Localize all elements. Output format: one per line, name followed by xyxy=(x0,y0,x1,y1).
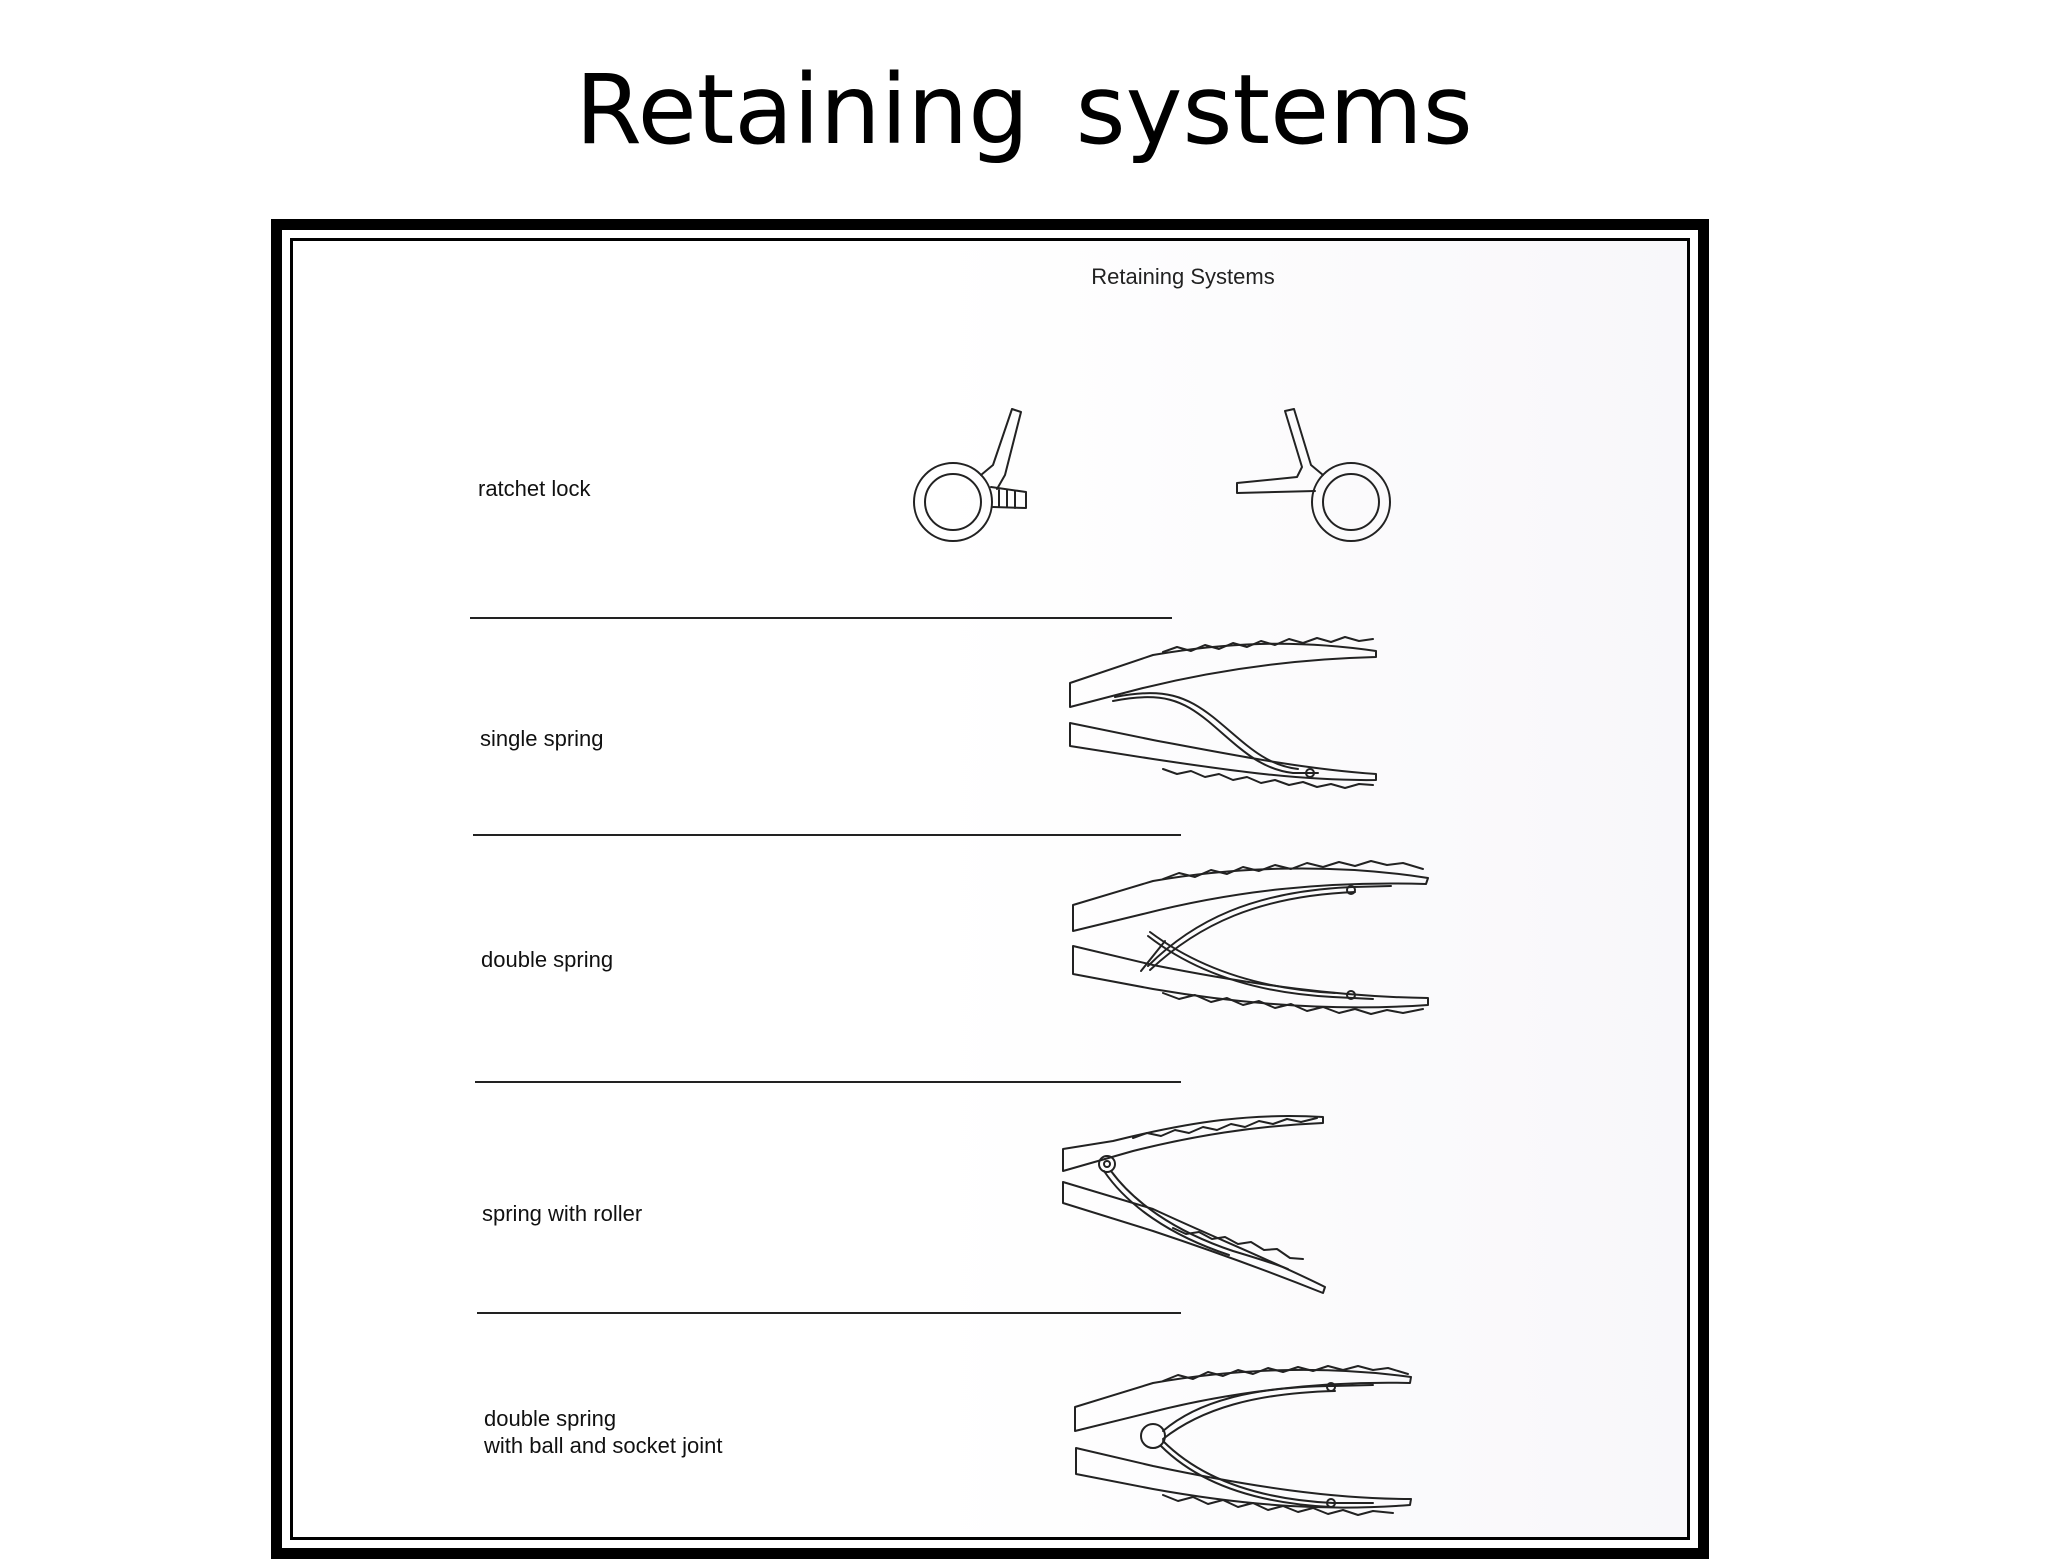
instrument-drawings xyxy=(293,241,1698,1551)
double-spring-illustration xyxy=(1072,860,1429,1015)
label-single-spring: single spring xyxy=(480,726,604,751)
row-divider xyxy=(475,1081,1181,1083)
label-ratchet-lock: ratchet lock xyxy=(478,476,591,501)
row-divider xyxy=(470,617,1172,619)
row-divider xyxy=(473,834,1181,836)
figure-page: Retaining Systems ratchet lock single sp… xyxy=(290,238,1690,1540)
label-spring-with-roller: spring with roller xyxy=(482,1201,643,1226)
spring-with-roller-illustration xyxy=(1062,1115,1326,1294)
label-line-1: double spring xyxy=(484,1406,617,1431)
document-title: Retaining Systems xyxy=(1091,264,1275,289)
ball-socket-illustration xyxy=(1074,1365,1412,1516)
ratchet-lock-illustration xyxy=(913,408,1391,542)
label-double-spring-ball-socket: double spring with ball and socket joint xyxy=(484,1405,722,1459)
row-divider xyxy=(477,1312,1181,1314)
single-spring-illustration xyxy=(1069,636,1377,789)
label-double-spring: double spring xyxy=(481,947,614,972)
figure-frame: Retaining Systems ratchet lock single sp… xyxy=(271,219,1709,1559)
label-line-2: with ball and socket joint xyxy=(484,1433,723,1458)
slide-title: Retaining systems xyxy=(575,54,1473,166)
